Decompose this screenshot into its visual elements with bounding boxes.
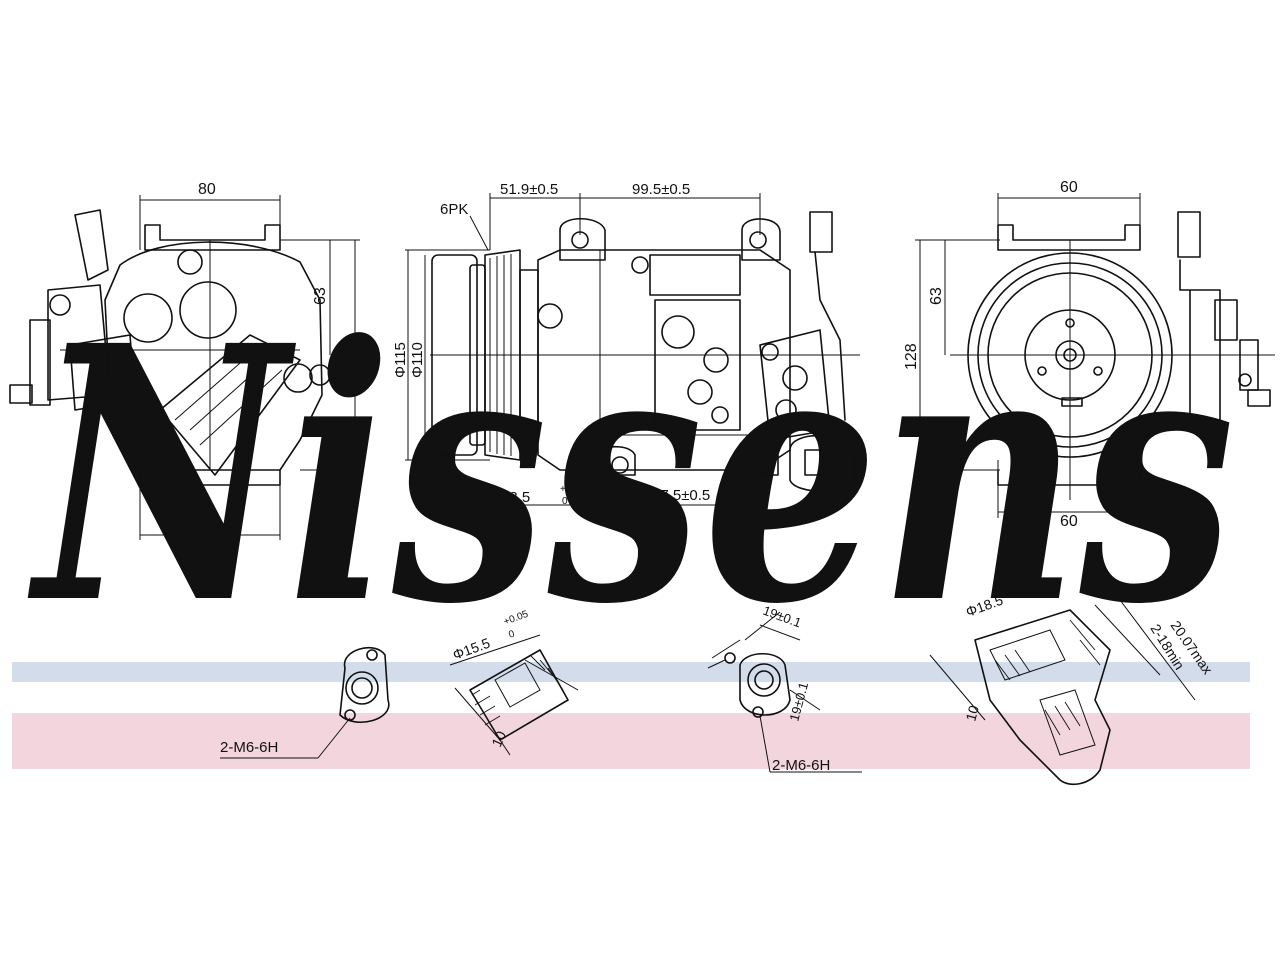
side-view: 51.9±0.5 99.5±0.5 6PK Φ115 Φ110 [392,181,860,510]
side-dim-77: 77.5±0.5 [652,487,710,504]
detail-flange-left: 2-M6-6H [220,646,390,759]
front-width-bottom: 60 [1060,513,1078,530]
flange-right-thread: 2-M6-6H [772,757,830,774]
side-belt-label: 6PK [440,201,468,218]
front-view: 60 60 128 63 [903,179,1275,530]
rear-view: 80 80 63 126 [9,181,360,540]
flange-left-thread: 2-M6-6H [220,739,278,756]
port-left-tol-minus: 0 [507,628,516,640]
front-height-63: 63 [928,287,945,305]
side-mount-holes: 4-Φ8.5 [484,489,530,506]
side-dia-115: Φ115 [392,342,409,378]
side-mount-tol-minus: 0 [562,496,568,507]
front-height-128: 128 [903,343,920,370]
port-right-tol-minus: 0 [1015,584,1024,596]
rear-width-bottom: 80 [198,517,216,534]
port-left-depth: 10 [488,728,509,749]
rear-height-126: 126 [337,343,354,370]
front-width-top: 60 [1060,179,1078,196]
detail-flange-right: 19±0.1 19±0.1 2-M6-6H [707,603,862,774]
side-mount-tol-plus: +0.3 [560,484,580,495]
side-dim-99: 99.5±0.5 [632,181,690,198]
side-dia-110: Φ110 [409,342,426,378]
band-pink [12,713,1250,769]
rear-width-top: 80 [198,181,216,198]
side-dim-51: 51.9±0.5 [500,181,558,198]
port-right-depth: 10 [962,703,982,722]
